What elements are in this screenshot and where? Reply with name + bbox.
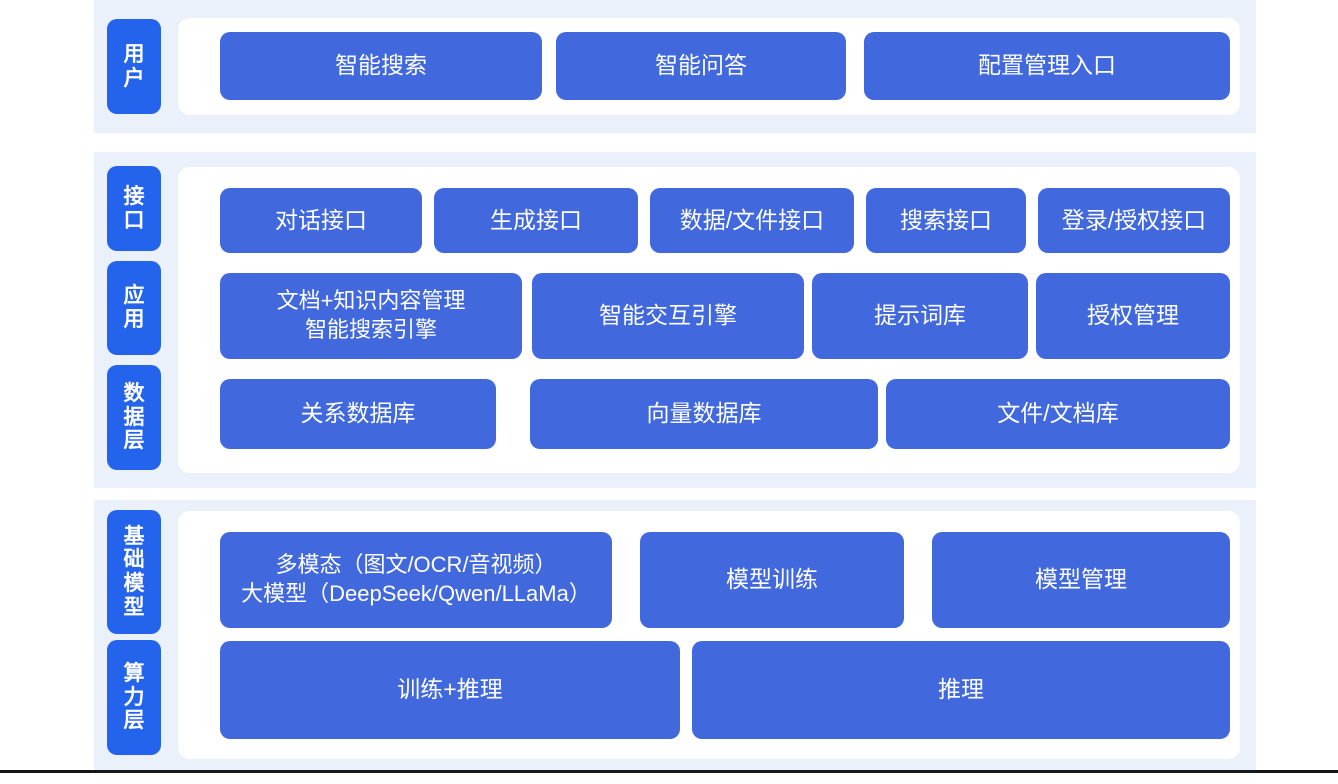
sidebar-tab-compute-label: 算力层 [123,662,145,733]
sidebar-tab-compute[interactable]: 算力层 [107,640,161,755]
box-interaction-engine[interactable]: 智能交互引擎 [532,273,804,359]
box-data-file-api-label: 数据/文件接口 [679,206,825,233]
sidebar-tab-data-label: 数据层 [123,382,145,453]
box-doc-knowledge-label-line1: 文档+知识内容管理 [276,288,466,314]
box-auth-management-label: 授权管理 [1087,302,1179,329]
box-generate-api-label: 生成接口 [490,206,582,233]
sidebar-tab-user[interactable]: 用户 [107,19,161,114]
box-train-infer[interactable]: 训练+推理 [220,641,680,739]
sidebar-tab-app[interactable]: 应用 [107,261,161,355]
box-model-management[interactable]: 模型管理 [932,532,1230,628]
box-model-management-label: 模型管理 [1035,566,1127,593]
box-infer[interactable]: 推理 [692,641,1230,739]
box-smart-qa[interactable]: 智能问答 [556,32,846,100]
box-vector-db-label: 向量数据库 [646,400,762,427]
box-model-training-label: 模型训练 [726,566,818,593]
box-smart-search-label: 智能搜索 [335,52,427,79]
box-smart-qa-label: 智能问答 [655,52,747,79]
box-config-entry-label: 配置管理入口 [978,52,1116,79]
box-train-infer-label: 训练+推理 [397,676,503,703]
sidebar-tab-app-label: 应用 [123,284,145,331]
box-data-file-api[interactable]: 数据/文件接口 [650,188,854,253]
box-interaction-engine-label: 智能交互引擎 [599,302,737,329]
box-relational-db[interactable]: 关系数据库 [220,379,496,449]
box-doc-knowledge[interactable]: 文档+知识内容管理 智能搜索引擎 [220,273,522,359]
box-relational-db-label: 关系数据库 [300,400,416,427]
box-login-auth-api[interactable]: 登录/授权接口 [1038,188,1230,253]
box-dialog-api-label: 对话接口 [275,206,367,233]
box-file-doc-store-label: 文件/文档库 [997,400,1119,427]
box-search-api[interactable]: 搜索接口 [866,188,1026,253]
box-dialog-api[interactable]: 对话接口 [220,188,422,253]
box-login-auth-api-label: 登录/授权接口 [1061,206,1207,233]
sidebar-tab-data[interactable]: 数据层 [107,365,161,470]
box-prompt-library[interactable]: 提示词库 [812,273,1028,359]
box-file-doc-store[interactable]: 文件/文档库 [886,379,1230,449]
box-prompt-library-label: 提示词库 [874,302,966,329]
box-config-entry[interactable]: 配置管理入口 [864,32,1230,100]
box-multimodal-llm-label-line2: 大模型（DeepSeek/Qwen/LLaMa） [241,581,591,606]
box-vector-db[interactable]: 向量数据库 [530,379,878,449]
box-multimodal-llm-label-line1: 多模态（图文/OCR/音视频） [275,552,557,578]
sidebar-tab-foundation-model-label: 基础模型 [123,524,145,619]
box-doc-knowledge-label-line2: 智能搜索引擎 [304,317,437,342]
box-model-training[interactable]: 模型训练 [640,532,904,628]
box-infer-label: 推理 [938,676,984,703]
sidebar-tab-api[interactable]: 接口 [107,166,161,251]
box-search-api-label: 搜索接口 [900,206,992,233]
sidebar-tab-foundation-model[interactable]: 基础模型 [107,510,161,634]
sidebar-tab-api-label: 接口 [123,184,145,232]
sidebar-tab-user-label: 用户 [123,42,145,90]
box-multimodal-llm[interactable]: 多模态（图文/OCR/音视频） 大模型（DeepSeek/Qwen/LLaMa） [220,532,612,628]
box-smart-search[interactable]: 智能搜索 [220,32,542,100]
bottom-divider [0,770,1338,773]
box-generate-api[interactable]: 生成接口 [434,188,638,253]
box-auth-management[interactable]: 授权管理 [1036,273,1230,359]
